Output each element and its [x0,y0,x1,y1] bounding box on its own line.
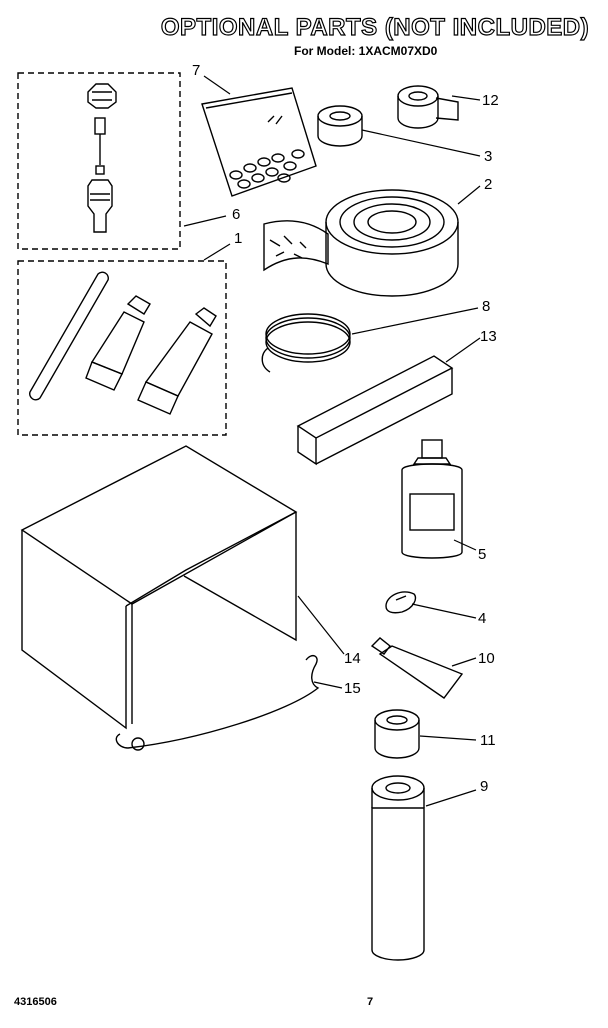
leader-lines [183,75,481,807]
part-12-tape-roll-icon [397,85,459,129]
part-11-tape-icon [374,709,420,759]
part-4-cap-icon [385,591,417,614]
callout-14: 14 [344,650,361,667]
part-1-group-box [17,260,227,436]
callout-15: 15 [344,680,361,697]
callout-5: 5 [478,546,487,563]
part-9-aerosol-can-icon [371,775,425,961]
part-5-bottle-icon [401,439,463,559]
callout-12: 12 [482,92,499,109]
callout-9: 9 [480,778,489,795]
part-6-valve-core-icon [87,83,117,233]
part-7-fittings-bag-icon [201,87,317,197]
callout-11: 11 [480,732,496,749]
part-13-foam-strip-icon [296,355,454,466]
model-subtitle: For Model: 1XACM07XD0 [294,44,438,58]
part-8-wire-coil-icon [261,313,351,373]
part-15-cord-icon [115,654,320,751]
callout-2: 2 [484,176,493,193]
callout-10: 10 [478,650,495,667]
part-1-cleaning-kit-icon [29,271,217,415]
page-number: 7 [367,996,374,1008]
callout-4: 4 [478,610,487,627]
callout-3: 3 [484,148,493,165]
document-number: 4316506 [14,996,57,1008]
part-14-cover-icon [20,445,298,730]
part-10-tube-icon [370,637,464,699]
part-6-group-box [17,72,181,250]
callout-1: 1 [234,230,243,247]
callout-7: 7 [192,62,201,79]
part-2-insulation-roll-icon [263,189,459,297]
callout-6: 6 [232,206,241,223]
part-3-tape-roll-icon [317,105,363,147]
callout-13: 13 [480,328,497,345]
callout-8: 8 [482,298,491,315]
diagram-title: OPTIONAL PARTS (NOT INCLUDED) [160,13,590,41]
